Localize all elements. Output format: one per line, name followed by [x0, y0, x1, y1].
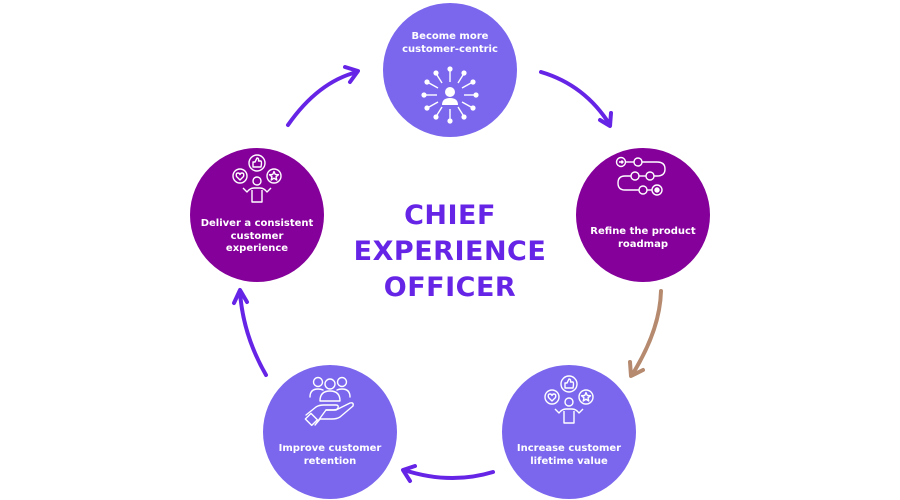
label-line: Increase customer	[516, 443, 622, 454]
label-line: customer	[230, 230, 284, 242]
arrow-bottom-right-to-bottom-left	[401, 464, 495, 483]
roadmap-path-icon	[615, 156, 666, 196]
hand-holding-people-icon	[304, 376, 354, 427]
node-consistent-experience: Deliver a consistent customer experience	[190, 148, 324, 282]
node-label: Refine the product roadmap	[584, 226, 702, 251]
node-retention: Improve customer retention	[263, 365, 397, 499]
node-label: Become more customer-centric	[391, 31, 509, 56]
arrow-right-to-bottom-right	[628, 289, 663, 378]
label-line: experience	[225, 243, 289, 254]
label-line: Refine the product	[590, 226, 696, 237]
title-line: CHIEF	[404, 200, 496, 231]
node-customer-centric: Become more customer-centric	[383, 3, 517, 137]
node-label: Increase customer lifetime value	[510, 443, 628, 468]
label-line: Deliver a consistent	[200, 218, 314, 229]
label-line: retention	[303, 455, 357, 467]
arrow-top-to-right	[539, 70, 613, 128]
node-product-roadmap: Refine the product roadmap	[576, 148, 710, 282]
label-line: lifetime value	[530, 455, 608, 467]
title-line: OFFICER	[383, 272, 517, 303]
label-line: roadmap	[617, 238, 669, 250]
network-person-icon	[421, 66, 479, 124]
title-line: EXPERIENCE	[353, 236, 547, 267]
juggling-feedback-icon	[232, 154, 282, 203]
arrow-bottom-left-to-left	[232, 288, 268, 377]
center-title: CHIEF EXPERIENCE OFFICER	[330, 198, 570, 306]
label-line: customer-centric	[402, 43, 498, 55]
arrow-left-to-top	[286, 65, 360, 127]
label-line: Become more	[411, 31, 489, 42]
node-lifetime-value: Increase customer lifetime value	[502, 365, 636, 499]
label-line: Improve customer	[278, 443, 382, 454]
node-label: Deliver a consistent customer experience	[198, 218, 316, 256]
node-label: Improve customer retention	[271, 443, 389, 468]
juggling-feedback-icon	[544, 375, 594, 424]
